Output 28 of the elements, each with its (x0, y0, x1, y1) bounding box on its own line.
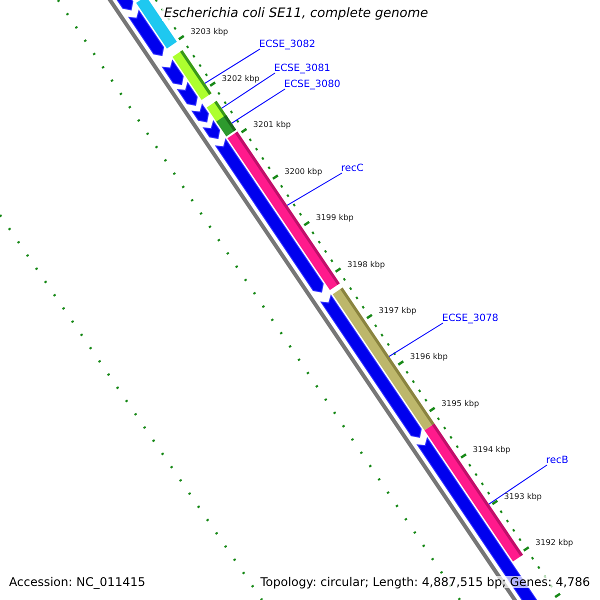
scale-label: 3193 kbp (504, 492, 542, 501)
leader-line (231, 88, 286, 124)
gene-label: ECSE_3082 (259, 40, 316, 50)
gene-bar (424, 424, 523, 562)
scale-label: 3199 kbp (316, 214, 354, 222)
gene-label: recC (341, 164, 364, 174)
scale-label: 3194 kbp (472, 446, 510, 454)
scale-label: 3195 kbp (441, 400, 480, 408)
scale-label: 3200 kbp (284, 168, 322, 176)
scale-label: 3202 kbp (222, 74, 260, 83)
gene-bar (332, 288, 434, 430)
map-title: Escherichia coli SE11, complete genome (162, 6, 430, 21)
gene-bar (227, 132, 340, 290)
gene-label: ECSE_3081 (274, 64, 330, 74)
scale-label: 3198 kbp (347, 260, 385, 268)
gene-bar (216, 114, 236, 136)
scale-label: 3196 kbp (410, 353, 448, 362)
leader-line (221, 72, 276, 109)
gene-label: recB (546, 456, 568, 466)
gene-bar (172, 50, 212, 100)
genome-stats-text: Topology: circular; Length: 4,887,515 bp; Genes: 4,786 (260, 576, 590, 588)
leader-line (488, 464, 548, 505)
gene-label: ECSE_3078 (442, 314, 498, 324)
gene-label: ECSE_3080 (284, 80, 340, 90)
accession-text: Accession: NC_011415 (9, 576, 146, 588)
scale-label: 3197 kbp (378, 306, 416, 315)
leader-line (286, 172, 342, 206)
leader-line (388, 322, 444, 357)
